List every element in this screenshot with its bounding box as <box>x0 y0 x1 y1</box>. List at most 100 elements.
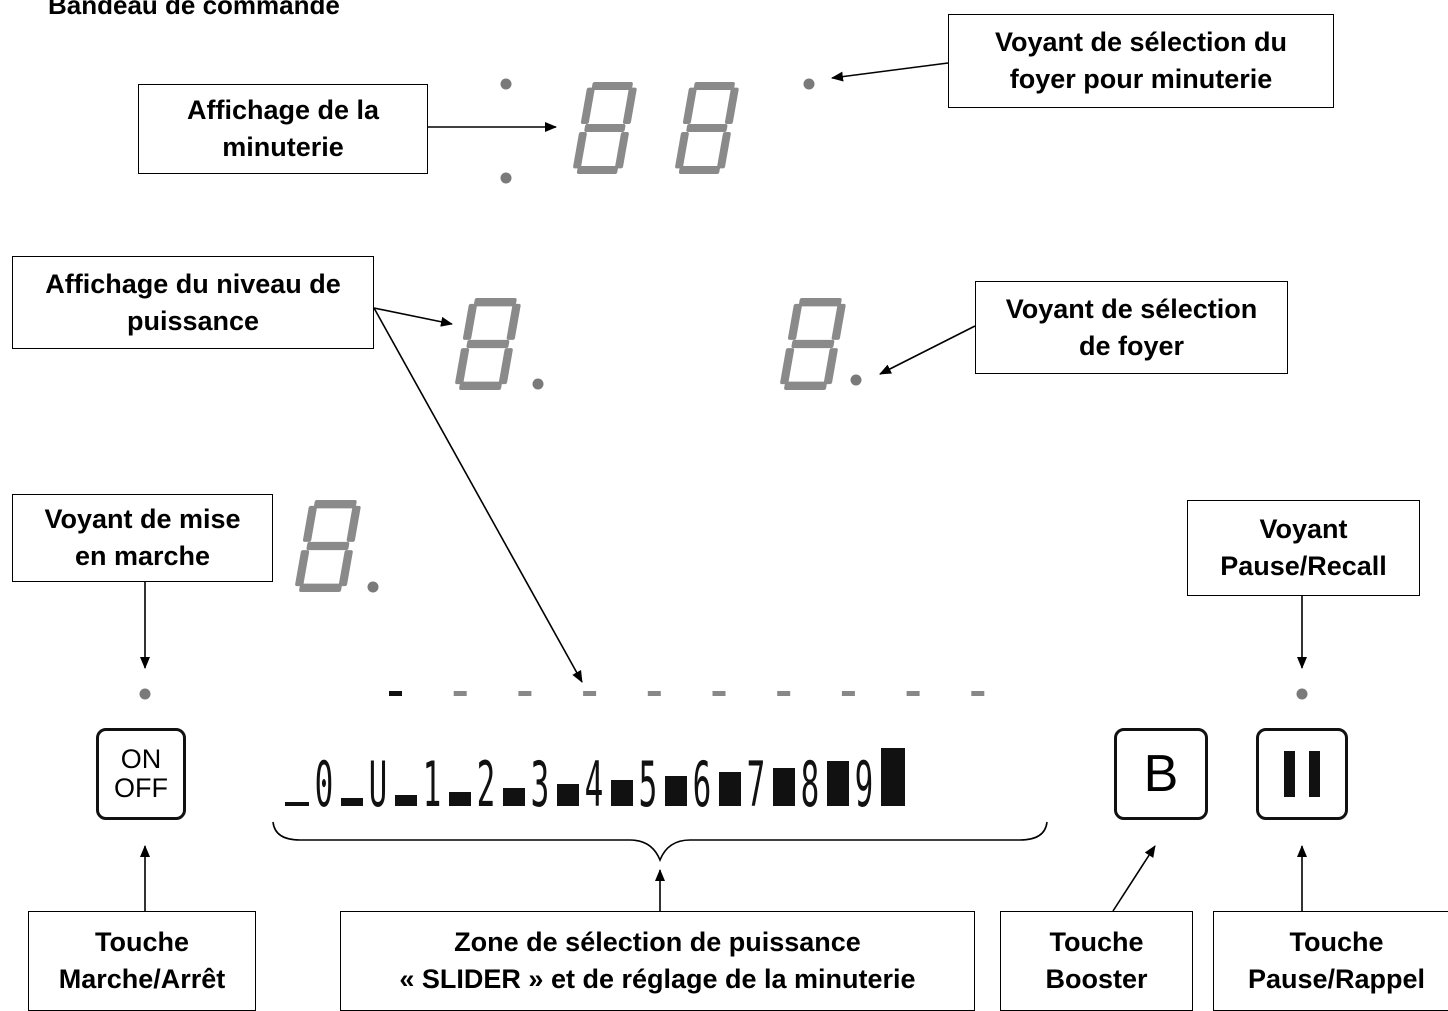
segment <box>313 500 357 509</box>
segment <box>299 583 342 592</box>
on-off-button[interactable]: ON OFF <box>96 728 186 820</box>
segment <box>455 348 470 385</box>
slider-bar-2[interactable] <box>395 795 417 806</box>
timer-digit-units <box>675 82 739 174</box>
on-off-button-label: ON OFF <box>114 744 168 803</box>
segment <box>506 303 521 340</box>
power-level-digit-right <box>780 298 846 390</box>
slider-dash-6 <box>777 691 791 696</box>
segment <box>584 124 626 132</box>
segment <box>580 87 595 125</box>
slider-level-5[interactable]: 5 <box>639 749 658 821</box>
segment <box>675 132 689 169</box>
slider-bar-1[interactable] <box>341 798 363 806</box>
segment <box>473 298 517 307</box>
segment <box>686 124 728 132</box>
segment <box>622 87 637 125</box>
zone-indicator-label: Voyant de sélection de foyer <box>975 281 1288 374</box>
slider-dash-3 <box>583 691 597 696</box>
power-level-digit-left <box>455 298 521 390</box>
segment <box>338 550 353 587</box>
slider-bar-0[interactable] <box>285 802 309 806</box>
slider-bar-8[interactable] <box>719 772 741 806</box>
segment <box>791 339 835 349</box>
callout-arrow-2 <box>373 307 453 327</box>
slider-dash-0 <box>389 691 402 696</box>
slider-bar-6[interactable] <box>611 780 633 806</box>
power-level-decimal-dot-bottom <box>367 581 379 593</box>
slider-level-9[interactable]: 9 <box>855 749 874 821</box>
segment <box>693 82 735 90</box>
slider-bar-3[interactable] <box>449 792 471 806</box>
segment <box>678 166 721 174</box>
segment <box>831 303 846 340</box>
slider-dash-7 <box>841 691 855 696</box>
slider-level-U[interactable]: U <box>369 749 388 821</box>
segment <box>466 339 510 349</box>
slider-bar-11[interactable] <box>881 748 905 806</box>
segment <box>498 348 513 385</box>
segment <box>784 381 827 390</box>
segment <box>306 541 350 551</box>
pause-button[interactable]: II <box>1256 728 1348 820</box>
slider-level-0[interactable]: 0 <box>315 749 334 821</box>
segment <box>591 82 633 90</box>
segment <box>780 348 795 385</box>
slider-dash-4 <box>647 691 661 696</box>
segment <box>724 87 739 125</box>
segment <box>615 132 629 169</box>
segment <box>717 132 731 169</box>
segment <box>787 303 802 340</box>
slider-brace <box>272 821 1048 863</box>
segment <box>798 298 842 307</box>
slider-dash-1 <box>453 691 467 696</box>
callout-arrow-1 <box>831 62 949 82</box>
segment <box>573 132 587 169</box>
slider-level-8[interactable]: 8 <box>801 749 820 821</box>
slider-bar-7[interactable] <box>665 776 687 806</box>
slider-level-6[interactable]: 6 <box>693 749 712 821</box>
power-level-digit-bottom <box>295 500 361 592</box>
slider-dash-9 <box>971 691 985 696</box>
segment <box>576 166 619 174</box>
slider-level-2[interactable]: 2 <box>477 749 496 821</box>
timer-digit-tens <box>573 82 637 174</box>
power-level-decimal-dot-left <box>532 378 544 390</box>
booster-button[interactable]: B <box>1114 728 1208 820</box>
power-level-display-label: Affichage du niveau de puissance <box>12 256 374 349</box>
timer-colon-bottom-dot <box>500 172 512 184</box>
segment <box>823 348 838 385</box>
slider-dash-2 <box>518 691 532 696</box>
segment <box>682 87 697 125</box>
timer-zone-indicator-dot <box>803 78 815 90</box>
zone-indicator-dot <box>850 374 862 386</box>
page-title: Bandeau de commande <box>48 0 340 20</box>
slider-bar-10[interactable] <box>827 761 849 806</box>
slider-level-7[interactable]: 7 <box>747 749 766 821</box>
power-on-indicator-label: Voyant de mise en marche <box>12 494 273 582</box>
slider-level-4[interactable]: 4 <box>585 749 604 821</box>
slider-bar-5[interactable] <box>557 784 579 806</box>
segment <box>295 550 310 587</box>
slider-dash-5 <box>712 691 726 696</box>
booster-key-label: Touche Booster <box>1000 911 1193 1011</box>
segment <box>459 381 502 390</box>
slider-level-3[interactable]: 3 <box>531 749 550 821</box>
pause-key-label: Touche Pause/Rappel <box>1213 911 1448 1011</box>
callout-arrow-4 <box>879 325 976 375</box>
segment <box>462 303 477 340</box>
timer-colon-top-dot <box>500 78 512 90</box>
pause-indicator-label: Voyant Pause/Recall <box>1187 500 1420 596</box>
timer-display-label: Affichage de la minuterie <box>138 84 428 174</box>
segment <box>346 505 361 542</box>
slider-level-1[interactable]: 1 <box>423 749 442 821</box>
slider-bar-4[interactable] <box>503 788 525 806</box>
pause-indicator-dot <box>1296 688 1308 700</box>
segment <box>302 505 317 542</box>
booster-button-label: B <box>1143 745 1179 803</box>
pause-icon <box>1284 751 1320 797</box>
slider-bar-9[interactable] <box>773 768 795 806</box>
slider-dash-8 <box>906 691 920 696</box>
callout-arrow-9 <box>1112 845 1156 912</box>
